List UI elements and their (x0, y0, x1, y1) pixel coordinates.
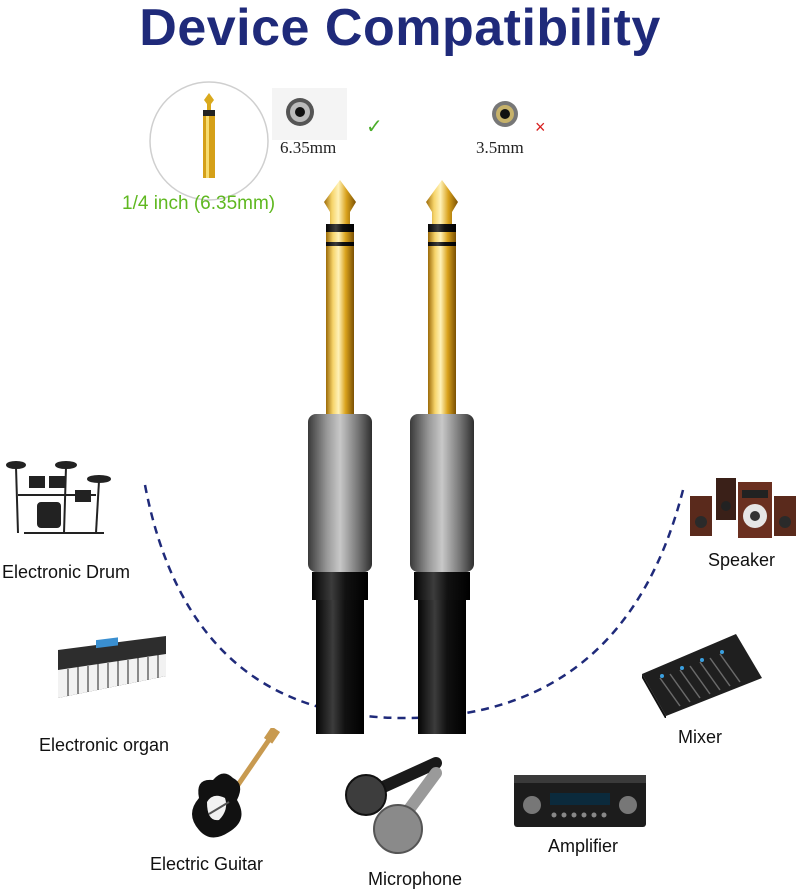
device-label-microphone: Microphone (368, 869, 463, 889)
device-label-speaker: Speaker (708, 550, 776, 570)
compatible-check-icon: ✓ (366, 116, 383, 138)
device-label-guitar: Electric Guitar (150, 854, 264, 874)
jack-size-label: 1/4 inch (6.35mm) (122, 193, 276, 214)
plug-closeup-icon (149, 81, 269, 201)
socket-6-35mm-label: 6.35mm (280, 138, 337, 157)
electronic-drum-icon (6, 461, 111, 534)
device-label-amplifier: Amplifier (548, 836, 619, 856)
device-label-organ: Electronic organ (39, 735, 170, 755)
speaker-icon (690, 478, 796, 538)
socket-3-5mm-icon (492, 101, 518, 127)
electric-guitar-icon (192, 728, 281, 838)
page-title: Device Compatibility (139, 0, 661, 57)
socket-6-35mm-icon (272, 88, 347, 140)
socket-3-5mm-label: 3.5mm (476, 138, 524, 157)
electronic-organ-icon (58, 636, 166, 698)
device-label-mixer: Mixer (678, 727, 722, 747)
amplifier-icon (514, 775, 646, 827)
dual-jack-cable-icon (308, 180, 474, 734)
device-label-drum: Electronic Drum (2, 562, 131, 582)
mixer-icon (642, 634, 762, 718)
incompatible-cross-icon: × (535, 117, 546, 137)
microphone-icon (345, 757, 442, 854)
